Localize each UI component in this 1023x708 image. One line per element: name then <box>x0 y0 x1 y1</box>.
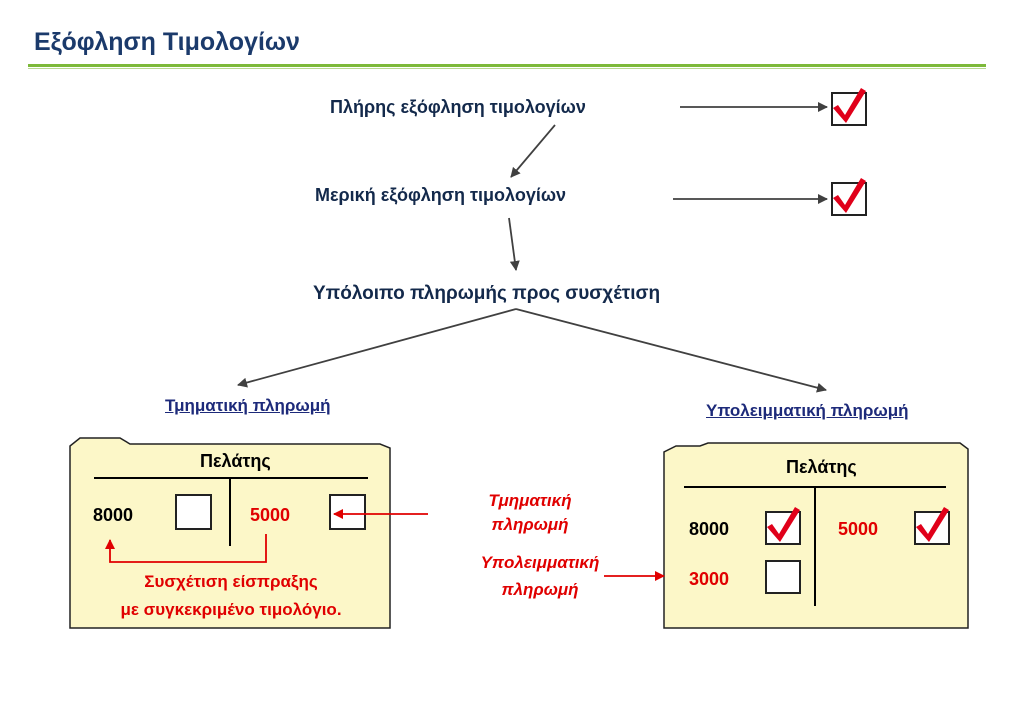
checked-box-icon <box>914 507 950 545</box>
right-debit-amount-1: 8000 <box>689 519 730 539</box>
residual-link[interactable]: Υπολειμματική πληρωμή <box>706 401 909 420</box>
right-card-header: Πελάτης <box>786 457 857 477</box>
empty-box-icon <box>175 494 212 530</box>
arrow-remainder-to-installment <box>237 308 517 388</box>
arrow-full-to-partial <box>510 124 556 178</box>
checked-box-icon <box>831 178 867 216</box>
checked-box-icon <box>831 88 867 126</box>
left-card-header: Πελάτης <box>200 451 271 471</box>
empty-box-icon <box>765 560 801 594</box>
checked-box-icon <box>765 507 801 545</box>
full-payment-label: Πλήρης εξόφληση τιμολογίων <box>330 97 586 117</box>
right-debit-amount-2: 3000 <box>689 569 730 589</box>
installment-link[interactable]: Τμηματική πληρωμή <box>165 396 331 415</box>
arrow-remainder-to-residual <box>515 308 827 393</box>
arrow-partial-to-remainder <box>508 217 520 271</box>
left-debit-amount: 8000 <box>93 505 134 525</box>
title-underline <box>28 64 986 67</box>
middle-residual-line2: πληρωμή <box>501 580 579 599</box>
remainder-label: Υπόλοιπο πληρωμής προς συσχέτιση <box>313 283 661 304</box>
page-title: Εξόφληση Τιμολογίων <box>34 28 300 56</box>
left-caption-line1: Συσχέτιση είσπραξης <box>144 572 318 591</box>
middle-residual-line1: Υπολειμματική <box>480 553 600 572</box>
title-underline-shadow <box>28 68 986 69</box>
red-connector <box>105 534 267 563</box>
empty-box-icon <box>329 494 366 530</box>
right-credit-amount-1: 5000 <box>838 519 879 539</box>
left-credit-amount: 5000 <box>250 505 291 525</box>
middle-installment-line1: Τμηματική <box>488 491 572 510</box>
left-caption-line2: με συγκεκριμένο τιμολόγιο. <box>120 600 342 619</box>
partial-payment-label: Μερική εξόφληση τιμολογίων <box>315 185 567 205</box>
middle-installment-line2: πληρωμή <box>491 515 569 534</box>
